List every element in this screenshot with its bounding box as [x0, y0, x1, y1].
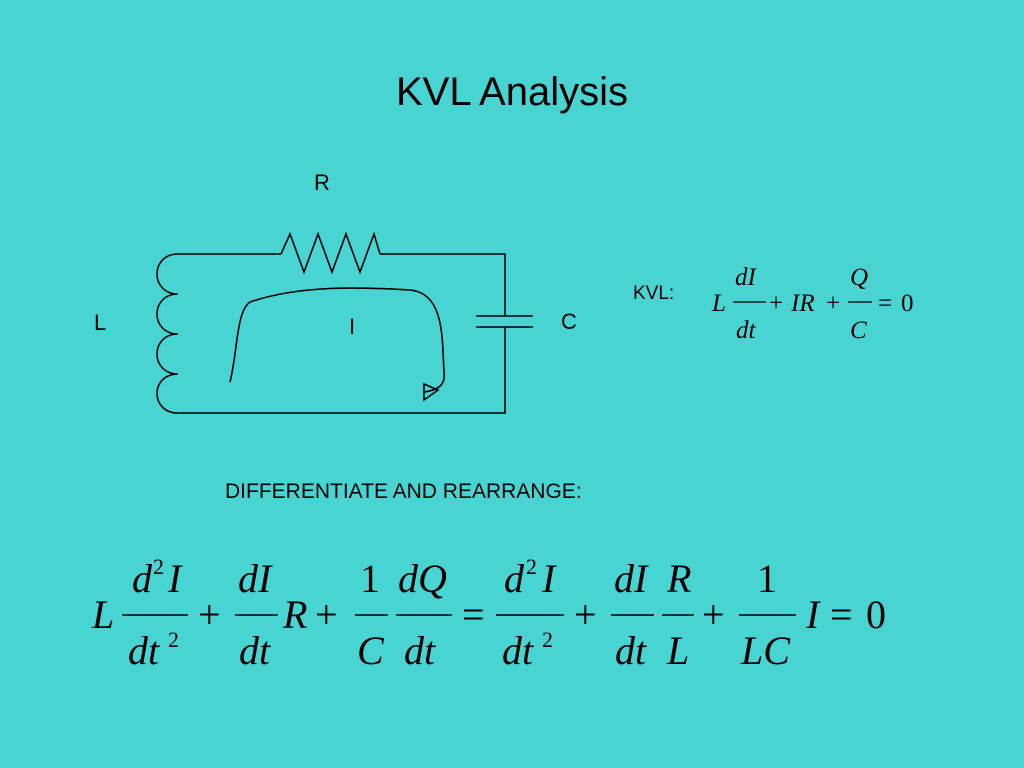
eq-I-2: I	[541, 556, 557, 601]
eq-plus-1: +	[198, 592, 221, 637]
eq-plus-3: +	[574, 592, 597, 637]
kvl-C: C	[850, 317, 867, 344]
eq-LC: LC	[740, 628, 791, 673]
kvl-IR: IR	[790, 290, 815, 317]
resistor-symbol	[280, 231, 381, 275]
kvl-plus-1: +	[769, 290, 783, 317]
eq-L-2: L	[666, 628, 689, 673]
current-arrow	[229, 287, 446, 393]
eq-one-1: 1	[360, 556, 380, 601]
eq-sq-2: 2	[168, 627, 179, 652]
eq-one-2: 1	[757, 556, 777, 601]
eq-sq-3: 2	[526, 554, 537, 579]
eq-d-2: d	[504, 556, 525, 601]
eq-plus-2: +	[315, 592, 338, 637]
current-arrowhead	[423, 382, 440, 402]
rearrange-heading: DIFFERENTIATE AND REARRANGE:	[225, 480, 582, 503]
inductor-symbol	[156, 253, 179, 414]
eq-dt-2: dt	[239, 628, 271, 673]
kvl-label: KVL:	[633, 283, 675, 304]
slide-title: KVL Analysis	[396, 70, 628, 114]
capacitor-label: C	[561, 309, 577, 334]
eq-sq-4: 2	[542, 627, 553, 652]
kvl-plus-2: +	[826, 290, 840, 317]
eq-zero: 0	[866, 592, 886, 637]
eq-dI-1: dI	[238, 556, 273, 601]
top-wire-right	[380, 253, 506, 316]
current-label: I	[349, 314, 356, 339]
eq-d-1: d	[132, 556, 153, 601]
kvl-equals: =	[878, 290, 892, 317]
eq-I-3: I	[805, 592, 821, 637]
eq-dQ: dQ	[398, 556, 447, 601]
eq-C-1: C	[357, 628, 385, 673]
eq-dt-4: dt	[502, 628, 534, 673]
eq-sq-1: 2	[153, 554, 164, 579]
kvl-dI: dI	[735, 264, 758, 291]
eq-L: L	[91, 592, 114, 637]
eq-I-1: I	[167, 556, 183, 601]
eq-equals-1: =	[462, 592, 485, 637]
kvl-zero: 0	[901, 290, 914, 317]
kvl-dt: dt	[736, 317, 757, 344]
kvl-L: L	[711, 290, 726, 317]
eq-R-2: R	[666, 556, 691, 601]
eq-dI-2: dI	[614, 556, 649, 601]
eq-equals-2: =	[830, 592, 853, 637]
eq-dt-1: dt	[128, 628, 160, 673]
resistor-label: R	[314, 170, 330, 195]
eq-dt-3: dt	[404, 628, 436, 673]
eq-dt-5: dt	[615, 628, 647, 673]
right-wire-lower	[178, 327, 506, 414]
eq-plus-4: +	[702, 592, 725, 637]
kvl-Q: Q	[850, 264, 868, 291]
inductor-label: L	[94, 310, 107, 335]
eq-R-1: R	[282, 592, 307, 637]
